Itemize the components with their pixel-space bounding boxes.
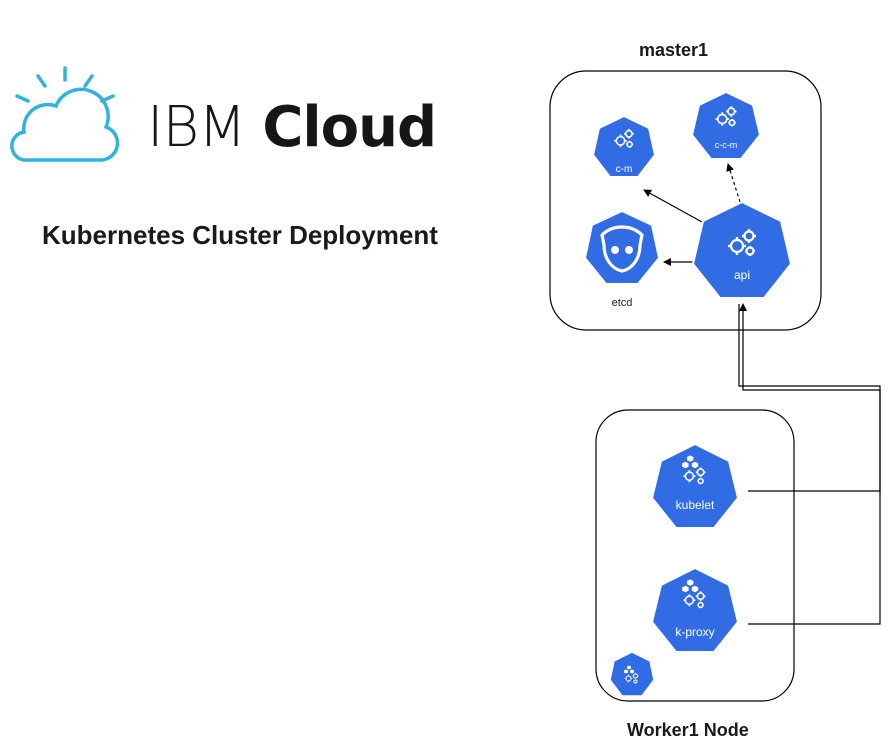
master-node-title: master1 (639, 40, 709, 60)
master-node-box (549, 70, 822, 331)
worker-node-title: Worker1 Node (627, 720, 749, 740)
kube-proxy-icon: k-proxy (650, 566, 740, 653)
ibm-cloud-logo-text: IBM Cloud (147, 95, 437, 160)
kubelet-icon: kubelet (650, 442, 740, 529)
etcd-icon: etcd (583, 209, 661, 309)
api-to-cm-arrow (643, 189, 703, 223)
node-icon (609, 651, 655, 697)
ccm-label: c-c-m (715, 140, 738, 150)
cloud-logo-icon (10, 66, 120, 162)
kproxy-to-api-connector (738, 304, 881, 625)
etcd-label: etcd (612, 297, 633, 309)
kubelet-to-api-connector (739, 303, 881, 492)
kubelet-label: kubelet (676, 498, 715, 512)
api-label: api (734, 268, 750, 282)
cloud-controller-manager-icon: c-c-m (690, 90, 762, 160)
connection-lines (643, 163, 881, 625)
controller-manager-icon: c-m (591, 114, 657, 178)
api-to-ccm-arrow (726, 163, 741, 203)
worker-node-box (595, 409, 795, 702)
page-title: Kubernetes Cluster Deployment (42, 220, 438, 250)
cm-label: c-m (616, 164, 633, 175)
logo-brand: IBM (147, 95, 246, 160)
api-server-icon: api (691, 200, 793, 299)
kproxy-label: k-proxy (675, 625, 714, 639)
logo-product: Cloud (262, 95, 437, 160)
